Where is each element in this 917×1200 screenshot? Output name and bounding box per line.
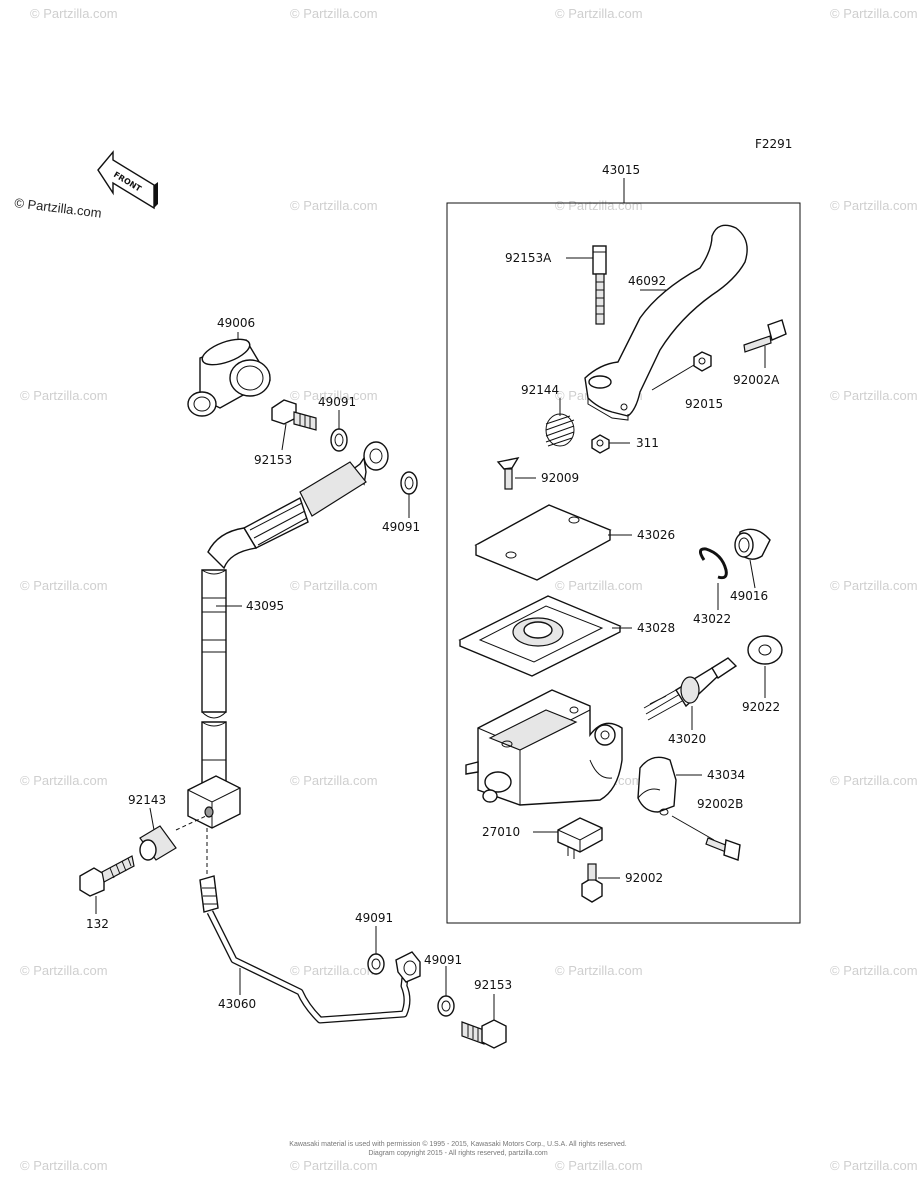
watermark: © Partzilla.com — [830, 6, 917, 21]
part-92143-collar — [139, 815, 207, 861]
callout-43015: 43015 — [602, 163, 640, 177]
copyright-line-1: Kawasaki material is used with permissio… — [289, 1140, 626, 1148]
part-49091-washer-c — [367, 953, 385, 975]
watermark: © Partzilla.com — [555, 1158, 643, 1173]
callout-92153A: 92153A — [505, 251, 552, 265]
watermark: © Partzilla.com — [20, 773, 108, 788]
part-49091-washer-b — [400, 471, 418, 495]
watermark: © Partzilla.com — [20, 388, 108, 403]
watermark: © Partzilla.com — [830, 388, 917, 403]
part-92153-banjo-bolt-upper — [271, 399, 317, 431]
part-49091-washer-d — [437, 995, 455, 1017]
master-cylinder-assembly-frame — [446, 178, 801, 924]
callout-92144: 92144 — [521, 383, 559, 397]
part-92002A-bolt — [743, 319, 787, 353]
callout-92143: 92143 — [128, 793, 166, 807]
figure-id: F2291 — [755, 137, 792, 151]
callout-92002A: 92002A — [733, 373, 780, 387]
callout-92153-upper: 92153 — [254, 453, 292, 467]
copyright-line-2: Diagram copyright 2015 - All rights rese… — [368, 1150, 548, 1157]
watermark: © Partzilla.com — [290, 773, 378, 788]
callout-49091-d: 49091 — [424, 953, 462, 967]
callout-132: 132 — [86, 917, 109, 931]
callout-27010: 27010 — [482, 825, 520, 839]
watermark: © Partzilla.com — [20, 578, 108, 593]
watermark: © Partzilla.com — [20, 1158, 108, 1173]
callout-43020: 43020 — [668, 732, 706, 746]
watermark: © Partzilla.com — [290, 1158, 378, 1173]
callout-43028: 43028 — [637, 621, 675, 635]
part-43022-circlip — [699, 547, 728, 580]
callout-311: 311 — [636, 436, 659, 450]
watermark: © Partzilla.com — [830, 198, 917, 213]
part-27010-brake-switch — [557, 817, 603, 859]
part-43020-piston-kit — [643, 657, 738, 721]
part-92153A-screw — [592, 245, 607, 325]
part-92002-screw — [581, 863, 603, 903]
part-311-nut — [591, 434, 610, 454]
part-49006-cap — [187, 338, 271, 417]
callout-49006: 49006 — [217, 316, 255, 330]
callout-49016: 49016 — [730, 589, 768, 603]
watermark-layer: © Partzilla.com © Partzilla.com © Partzi… — [20, 6, 917, 1173]
callout-46092: 46092 — [628, 274, 666, 288]
watermark: © Partzilla.com — [290, 578, 378, 593]
callout-92153-lower: 92153 — [474, 978, 512, 992]
partzilla-logo-text: © Partzilla.com — [14, 195, 103, 221]
part-92009-screw — [496, 457, 520, 490]
part-132-bolt — [79, 855, 135, 897]
part-92002B-bolt — [705, 837, 741, 861]
callout-92015: 92015 — [685, 397, 723, 411]
watermark: © Partzilla.com — [830, 578, 917, 593]
watermark: © Partzilla.com — [830, 1158, 917, 1173]
part-43095-brake-hose — [201, 441, 389, 791]
watermark: © Partzilla.com — [555, 198, 643, 213]
part-49091-washer-a — [330, 428, 348, 452]
watermark: © Partzilla.com — [290, 198, 378, 213]
watermark: © Partzilla.com — [555, 6, 643, 21]
watermark: © Partzilla.com — [830, 963, 917, 978]
part-hose-joint-block — [187, 775, 241, 876]
part-92015-nut — [693, 351, 712, 372]
part-92144-spring — [545, 413, 575, 447]
partzilla-logo: © Partzilla.com — [14, 195, 103, 221]
watermark: © Partzilla.com — [290, 6, 378, 21]
part-49016-dust-boot — [734, 528, 771, 560]
callout-43060: 43060 — [218, 997, 256, 1011]
part-43028-diaphragm — [458, 595, 622, 677]
watermark: © Partzilla.com — [30, 6, 118, 21]
callout-49091-a: 49091 — [318, 395, 356, 409]
watermark: © Partzilla.com — [830, 773, 917, 788]
part-46092-brake-lever — [584, 224, 748, 421]
part-43034-clamp — [637, 756, 677, 816]
watermark: © Partzilla.com — [555, 963, 643, 978]
callout-92009: 92009 — [541, 471, 579, 485]
watermark: © Partzilla.com — [290, 963, 378, 978]
callout-92022: 92022 — [742, 700, 780, 714]
watermark: © Partzilla.com — [555, 578, 643, 593]
callout-43034: 43034 — [707, 768, 745, 782]
callout-92002: 92002 — [625, 871, 663, 885]
watermark: © Partzilla.com — [20, 963, 108, 978]
part-master-cylinder-body — [465, 689, 623, 806]
callout-43095: 43095 — [246, 599, 284, 613]
part-43060-brake-pipe — [199, 875, 421, 1024]
callout-43022: 43022 — [693, 612, 731, 626]
callout-92002B: 92002B — [697, 797, 743, 811]
callout-49091-b: 49091 — [382, 520, 420, 534]
watermark: © Partzilla.com — [290, 388, 378, 403]
part-92022-washer — [747, 635, 783, 665]
part-43026-reservoir-cap — [474, 504, 612, 581]
front-arrow-icon: FRONT — [97, 150, 158, 210]
part-92153-banjo-bolt-lower — [461, 1019, 507, 1049]
callout-43026: 43026 — [637, 528, 675, 542]
callout-49091-c: 49091 — [355, 911, 393, 925]
